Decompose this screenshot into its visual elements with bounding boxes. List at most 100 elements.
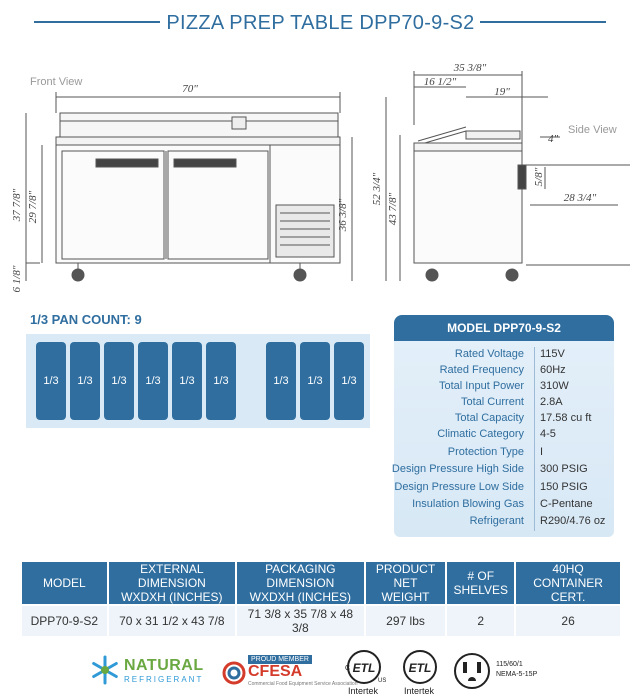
pan-slot: 1/3 [36, 342, 66, 420]
side-view-drawing [385, 71, 630, 282]
spec-value: C-Pentane [540, 498, 593, 510]
pan-count-heading: 1/3 PAN COUNT: 9 [30, 312, 142, 327]
natural-text: NATURAL [124, 657, 204, 674]
spec-row: Total Capacity 17.58 cu ft [394, 412, 614, 428]
side-upper-dim: 16 1/2" [424, 76, 457, 88]
technical-drawings: Front View 70" 37 7/ [11, 62, 630, 292]
front-view-drawing [25, 92, 353, 282]
side-drawer-dim: 5/8" [533, 167, 545, 186]
plug-electrical-rating: 115/60/1 [496, 661, 523, 668]
spec-row: Insulation Blowing Gas C-Pentane [394, 498, 614, 514]
certification-logos: NATURAL REFRIGERANT PROUD MEMBER CFESA C… [0, 645, 641, 700]
title-rule-left [34, 21, 160, 23]
spec-label: Total Current [461, 396, 524, 408]
side-lid-dim: 19" [494, 86, 510, 98]
etl-text: ETL [353, 661, 376, 675]
cell-external: 70 x 31 1/2 x 43 7/8 [107, 604, 238, 636]
side-body-height-dim: 43 7/8" [387, 192, 399, 225]
etl-mark-icon: ETL C US [345, 650, 386, 684]
spec-row: Rated Voltage 115V [394, 348, 614, 364]
front-caster-dim: 6 1/8" [11, 265, 23, 292]
side-door-open-dim: 28 3/4" [564, 192, 597, 204]
spec-label: Refrigerant [469, 515, 524, 527]
spec-value: R290/4.76 oz [540, 515, 606, 527]
etl-us-text: US [378, 678, 386, 684]
cell-model: DPP70-9-S2 [22, 604, 109, 636]
side-view-label: Side View [568, 124, 617, 136]
front-inner-height-dim: 29 7/8" [27, 190, 39, 223]
etl-text: ETL [409, 661, 432, 675]
pan-slot: 1/3 [266, 342, 296, 420]
header-model: MODEL [22, 562, 109, 605]
plug-nema-type: NEMA-5-15P [496, 671, 538, 678]
spec-value: I [540, 446, 544, 458]
spec-label: Design Pressure High Side [391, 463, 524, 475]
spec-value: 300 PSIG [540, 463, 588, 475]
pan-slot: 1/3 [70, 342, 100, 420]
intertek-label: Intertek [348, 686, 379, 696]
pan-slot: 1/3 [104, 342, 134, 420]
intertek-label: Intertek [404, 686, 435, 696]
pan-slot: 1/3 [334, 342, 364, 420]
nema-plug-icon [454, 653, 490, 689]
spec-label: Rated Voltage [454, 348, 524, 360]
front-left-height-dim: 37 7/8" [11, 188, 23, 222]
cell-weight: 297 lbs [364, 604, 448, 636]
side-depth-dim: 35 3/8" [453, 62, 487, 74]
spec-panel: Rated Voltage 115V Rated Frequency 60Hz … [391, 341, 614, 537]
front-width-dim: 70" [182, 83, 198, 95]
spec-row: Design Pressure Low Side 150 PSIG [394, 481, 614, 497]
side-rail-dim: 4" [548, 133, 559, 145]
cfesa-emblem-icon [222, 661, 246, 685]
front-right-height-dim: 36 3/8" [337, 198, 349, 232]
etl-logo-sanitation: ETL Intertek [396, 647, 456, 697]
spec-label: Climatic Category [437, 428, 524, 440]
spec-divider [534, 347, 535, 531]
spec-label: Design Pressure Low Side [394, 481, 524, 493]
natural-refrigerant-logo: NATURAL REFRIGERANT [90, 651, 210, 691]
spec-row: Total Current 2.8A [394, 396, 614, 412]
title-bar: PIZZA PREP TABLE DPP70-9-S2 [0, 12, 641, 36]
spec-value: 17.58 cu ft [540, 412, 592, 424]
cell-shelves: 2 [446, 604, 517, 636]
cfesa-proud-member: PROUD MEMBER [248, 655, 312, 664]
spec-row: Refrigerant R290/4.76 oz [394, 515, 614, 531]
spec-row: Protection Type I [394, 446, 614, 462]
cfesa-subtitle: Commercial Food Equipment Service Associ… [248, 681, 358, 687]
pan-slot: 1/3 [138, 342, 168, 420]
page-title: PIZZA PREP TABLE DPP70-9-S2 [166, 12, 475, 34]
side-total-height-dim: 52 3/4" [371, 172, 383, 205]
cfesa-logo: PROUD MEMBER CFESA Commercial Food Equip… [222, 655, 358, 691]
table-row: DPP70-9-S2 70 x 31 1/2 x 43 7/8 71 3/8 x… [22, 604, 620, 636]
pan-slot: 1/3 [206, 342, 236, 420]
snowflake-icon [92, 655, 118, 685]
cell-container: 26 [515, 604, 620, 636]
spec-row: Rated Frequency 60Hz [394, 364, 614, 380]
refrigerant-text: REFRIGERANT [124, 675, 204, 684]
spec-label: Total Capacity [454, 412, 524, 424]
pan-slot: 1/3 [172, 342, 202, 420]
spec-panel-heading: MODEL DPP70-9-S2 [394, 315, 614, 341]
spec-value: 115V [540, 348, 565, 360]
spec-value: 310W [540, 380, 569, 392]
spec-row: Climatic Category 4-5 [394, 428, 614, 444]
etl-sanitation-icon: ETL [403, 650, 437, 684]
etl-c-text: C [345, 665, 350, 672]
cell-packaging: 71 3/8 x 35 7/8 x 48 3/8 [236, 604, 366, 636]
spec-label: Total Input Power [439, 380, 524, 392]
front-view-label: Front View [30, 76, 82, 88]
spec-row: Total Input Power 310W [394, 380, 614, 396]
spec-label: Protection Type [447, 446, 524, 458]
etl-logo-c-us: ETL C US Intertek [340, 647, 400, 697]
pan-layout: 1/3 1/3 1/3 1/3 1/3 1/3 1/3 1/3 1/3 [26, 334, 370, 428]
plug-spec: 115/60/1 NEMA-5-15P [452, 649, 612, 693]
title-rule-right [480, 21, 606, 23]
spec-label: Insulation Blowing Gas [412, 498, 524, 510]
